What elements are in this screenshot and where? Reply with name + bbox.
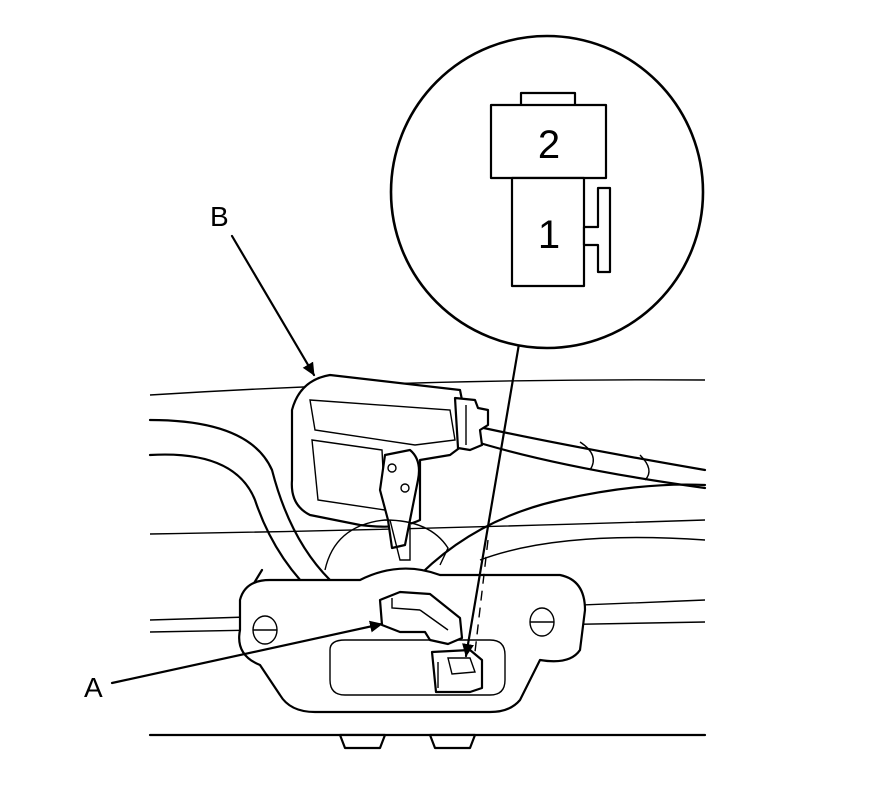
mount-tab-right bbox=[428, 733, 477, 750]
callout-a-label: A bbox=[84, 672, 103, 703]
mount-tab-left bbox=[338, 733, 387, 750]
pin-number-2: 2 bbox=[538, 123, 560, 167]
actuator-b bbox=[290, 373, 490, 528]
latch-lever bbox=[324, 448, 449, 571]
connector-terminal-2 bbox=[489, 103, 608, 180]
connector-locking-tab bbox=[582, 186, 612, 274]
detail-arrow bbox=[462, 336, 522, 658]
latch-housing-inner bbox=[329, 639, 506, 696]
callout-b-label: B bbox=[210, 201, 229, 232]
pin-number-1: 1 bbox=[538, 213, 560, 257]
connector-terminal-1 bbox=[510, 176, 586, 288]
hidden-line bbox=[474, 539, 489, 653]
leader-line-b bbox=[230, 234, 316, 377]
cable-lines bbox=[408, 423, 707, 587]
receptacle bbox=[430, 648, 484, 694]
connector-a bbox=[378, 590, 464, 646]
connector-detail-view: 2 1 bbox=[389, 34, 705, 350]
leader-line-a bbox=[110, 620, 384, 685]
